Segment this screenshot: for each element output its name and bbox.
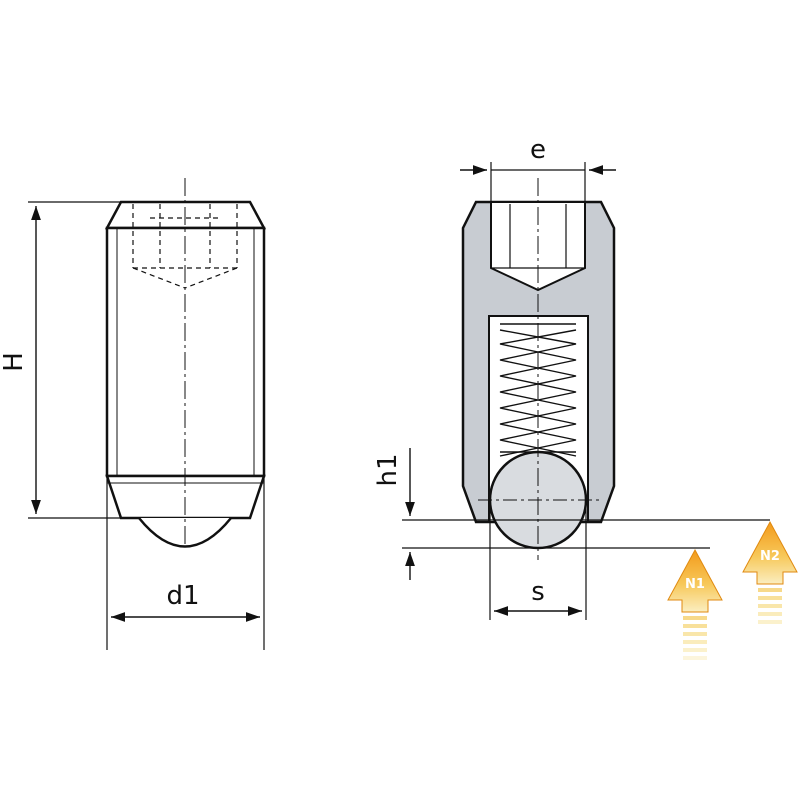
dimension-H: H (0, 201, 121, 519)
force-arrow-n2: N2 (742, 520, 798, 624)
label-d1: d1 (166, 581, 199, 611)
side-view: H d1 (0, 178, 267, 650)
force-arrow-n1: N1 (667, 548, 723, 660)
dimension-s: s (489, 500, 587, 620)
label-e: e (530, 135, 546, 165)
label-h1: h1 (373, 453, 403, 486)
dimension-d1: d1 (106, 476, 265, 650)
section-view: e h1 s (373, 135, 770, 620)
hidden-hex-socket (132, 204, 238, 289)
label-N2: N2 (760, 549, 780, 564)
dimension-h1: h1 (373, 448, 770, 580)
label-H: H (0, 352, 29, 372)
label-s: s (531, 577, 545, 607)
label-N1: N1 (685, 577, 705, 592)
dimension-e: e (460, 135, 616, 202)
